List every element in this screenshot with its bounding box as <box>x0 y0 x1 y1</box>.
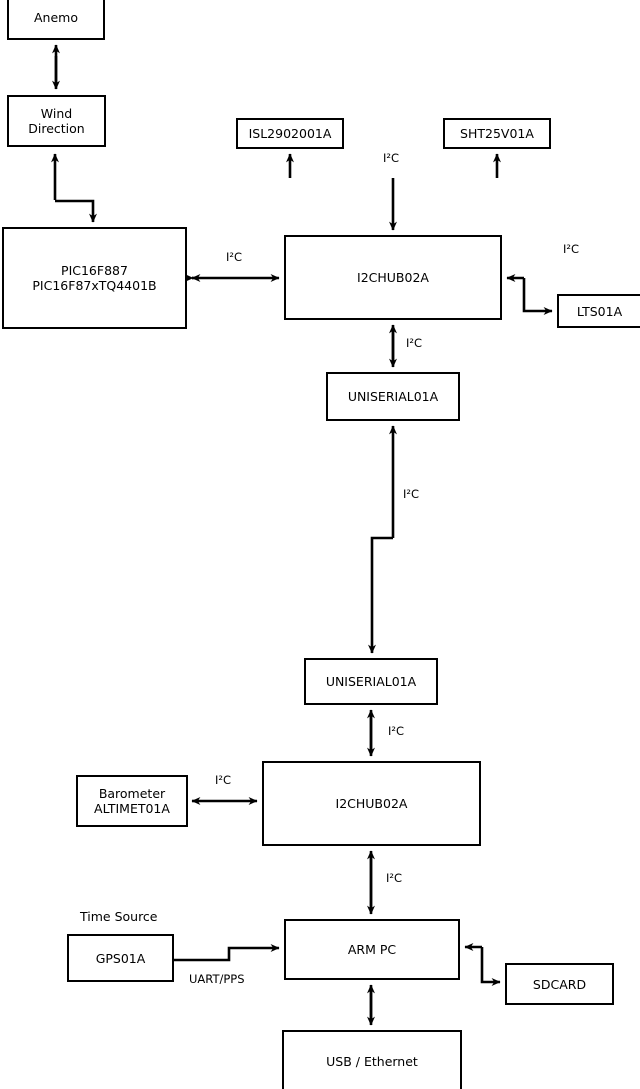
node-isl2902001a[interactable]: ISL2902001A <box>236 118 344 149</box>
node-usb-ethernet[interactable]: USB / Ethernet <box>282 1030 462 1089</box>
connector-gps-to-armpc <box>174 944 280 962</box>
node-pic-microcontroller[interactable]: PIC16F887 PIC16F87xTQ4401B <box>2 227 187 329</box>
connector-armpc-to-sdcard <box>480 947 501 986</box>
node-uniserial01a-upper[interactable]: UNISERIAL01A <box>326 372 460 421</box>
edge-label-i2c-hub-armpc: I²C <box>386 871 403 885</box>
edge-label-i2c-lts: I²C <box>563 242 580 256</box>
edge-label-uart-pps: UART/PPS <box>189 972 245 986</box>
node-sht25v01a[interactable]: SHT25V01A <box>443 118 551 149</box>
edge-label-i2c-barometer: I²C <box>215 773 232 787</box>
edge-label-i2c-sensors: I²C <box>383 151 400 165</box>
edge-label-i2c-uniserial-link: I²C <box>403 487 420 501</box>
label-time-source: Time Source <box>80 909 158 924</box>
node-i2chub02a-top[interactable]: I2CHUB02A <box>284 235 502 320</box>
node-barometer-altimet01a[interactable]: Barometer ALTIMET01A <box>76 775 188 827</box>
connector-wind-to-pic <box>55 199 97 223</box>
node-gps01a[interactable]: GPS01A <box>67 934 174 982</box>
node-lts01a[interactable]: LTS01A <box>557 294 640 328</box>
edge-label-i2c-hub-uniserial: I²C <box>406 336 423 350</box>
node-sdcard[interactable]: SDCARD <box>505 963 614 1005</box>
node-arm-pc[interactable]: ARM PC <box>284 919 460 980</box>
connector-hubtop-to-lts <box>522 278 553 315</box>
node-uniserial01a-lower[interactable]: UNISERIAL01A <box>304 658 438 705</box>
node-i2chub02a-bottom[interactable]: I2CHUB02A <box>262 761 481 846</box>
edge-label-i2c-pic-hub: I²C <box>226 250 243 264</box>
node-anemo[interactable]: Anemo <box>7 0 105 40</box>
edge-label-i2c-uniserial-hub: I²C <box>388 724 405 738</box>
connector-uni1-to-uni2 <box>368 536 393 654</box>
node-wind-direction[interactable]: Wind Direction <box>7 95 106 147</box>
